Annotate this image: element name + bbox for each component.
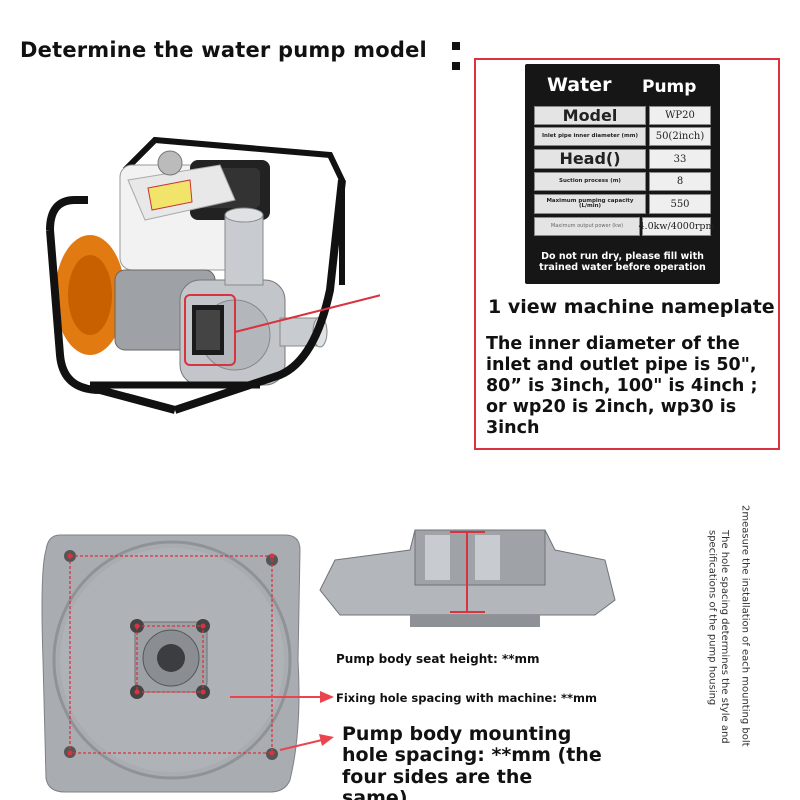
nameplate-value: 4.0kw/4000rpm	[639, 217, 715, 236]
pump-flange-plate-image	[41, 534, 301, 793]
nameplate-header-water: Water	[547, 74, 612, 96]
vertical-hole-spacing-note: The hole spacing determines the style an…	[706, 530, 731, 744]
pump-body-seat-image	[319, 529, 616, 627]
nameplate-value: 550	[649, 194, 711, 214]
nameplate-header-pump: Pump	[642, 77, 697, 97]
nameplate-row-head: Head() 33	[534, 149, 711, 169]
seat-height-note: Pump body seat height: **mm	[336, 652, 540, 666]
title-colon	[450, 38, 460, 72]
nameplate-label: Inlet pipe inner diameter (mm)	[534, 127, 646, 146]
nameplate-label: Suction process (m)	[534, 172, 646, 191]
fixing-hole-spacing-note: Fixing hole spacing with machine: **mm	[336, 691, 597, 705]
water-pump-image	[46, 136, 380, 414]
nameplate-value: 8	[649, 172, 711, 191]
nameplate-row-suction: Suction process (m) 8	[534, 172, 711, 191]
mounting-hole-spacing-note: Pump body mounting hole spacing: **mm (t…	[342, 723, 602, 800]
nameplate-value: 50(2inch)	[649, 127, 711, 146]
nameplate-row-inlet-diameter: Inlet pipe inner diameter (mm) 50(2inch)	[534, 127, 711, 146]
page-title: Determine the water pump model	[20, 38, 427, 62]
nameplate-row-model: Model WP20	[534, 106, 711, 125]
nameplate-row-capacity: Maximum pumping capacity (L/min) 550	[534, 194, 711, 214]
nameplate-value: WP20	[649, 106, 711, 125]
vertical-measure-note: 2measure the installation of each mounti…	[739, 505, 751, 747]
nameplate-row-output-power: Maximum output power (kw) 4.0kw/4000rpm	[534, 217, 715, 236]
nameplate-label: Maximum output power (kw)	[534, 217, 640, 236]
view-machine-nameplate-caption: 1 view machine nameplate	[488, 296, 775, 318]
nameplate-label: Model	[534, 106, 646, 125]
nameplate-label: Maximum pumping capacity (L/min)	[534, 194, 646, 214]
nameplate-frame	[474, 58, 780, 450]
nameplate-value: 33	[649, 149, 711, 169]
inner-diameter-note: The inner diameter of the inlet and outl…	[486, 334, 758, 438]
machine-nameplate: Water Pump Model WP20 Inlet pipe inner d…	[525, 64, 720, 284]
nameplate-label: Head()	[534, 149, 646, 169]
pointer-arrows	[230, 691, 334, 751]
nameplate-warning: Do not run dry, please fill with trained…	[539, 251, 706, 274]
